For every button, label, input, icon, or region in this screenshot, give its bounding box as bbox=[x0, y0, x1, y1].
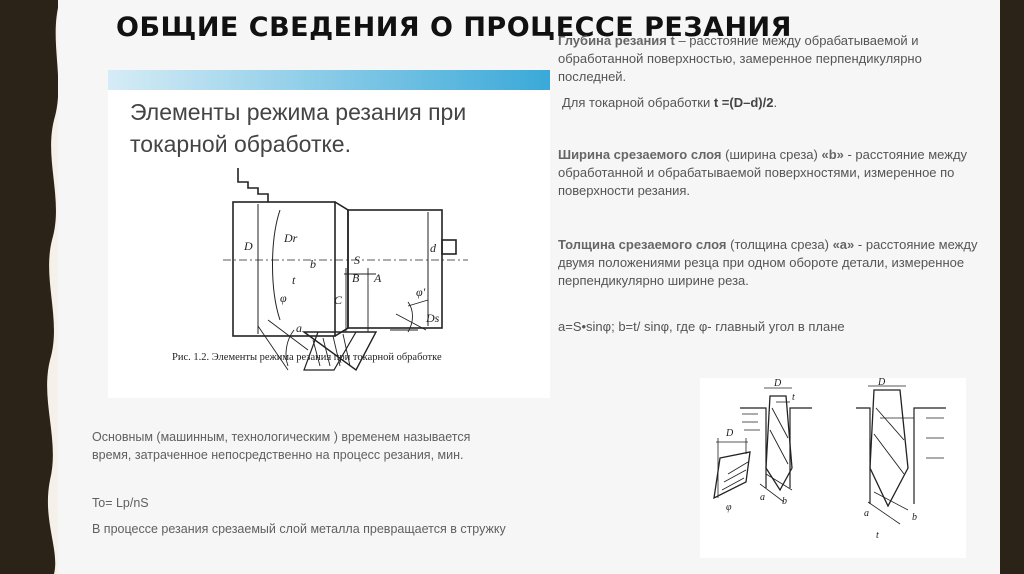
width-term: Ширина срезаемого слоя bbox=[558, 147, 722, 162]
label-C: C bbox=[334, 293, 343, 307]
fig2-label-D2: D bbox=[773, 378, 782, 389]
drilling-drawing: D D D t t b b a a φ bbox=[713, 377, 946, 541]
formula-line: a=S•sinφ; b=t/ sinφ, где φ- главный угол… bbox=[558, 319, 845, 334]
thickness-mid: (толщина среза) bbox=[726, 237, 833, 252]
label-B: B bbox=[352, 271, 360, 285]
fig2-label-b1: b bbox=[782, 496, 787, 507]
label-S: S bbox=[354, 253, 360, 267]
width-definition: Ширина срезаемого слоя (ширина среза) «b… bbox=[558, 146, 978, 200]
fig2-label-b2: b bbox=[912, 512, 917, 523]
fig2-label-a2: a bbox=[864, 508, 869, 519]
fig2-label-D3: D bbox=[877, 378, 886, 388]
turning-formula: t =(D–d)/2 bbox=[713, 95, 774, 110]
figure-heading: Элементы режима резания при токарной обр… bbox=[130, 99, 467, 157]
fig2-label-phi: φ bbox=[726, 502, 732, 513]
thickness-symbol: «а» bbox=[832, 237, 855, 252]
drilling-diagram-figure: D D D t t b b a a φ bbox=[700, 377, 966, 558]
label-Dr: Dr bbox=[283, 231, 298, 245]
turning-depth-formula: Для токарной обработки t =(D–d)/2. bbox=[562, 94, 982, 112]
label-b: b bbox=[310, 257, 316, 271]
width-symbol: «b» bbox=[821, 147, 844, 162]
label-phi1: φ' bbox=[416, 285, 426, 299]
right-decorative-border bbox=[1000, 0, 1024, 574]
depth-def: – расстояние между обрабатываемой и обра… bbox=[558, 33, 922, 84]
label-d: d bbox=[430, 241, 437, 255]
label-t: t bbox=[292, 273, 296, 287]
label-A: A bbox=[373, 271, 382, 285]
label-phi: φ bbox=[280, 291, 287, 305]
figure-caption: Рис. 1.2. Элементы режима резания при то… bbox=[172, 352, 442, 363]
slide-title: ОБЩИЕ СВЕДЕНИЯ О ПРОЦЕССЕ РЕЗАНИЯ bbox=[116, 12, 792, 43]
depth-term: Глубина резания t bbox=[558, 33, 675, 48]
machine-time-definition: Основным (машинным, технологическим ) вр… bbox=[92, 430, 471, 462]
turning-drawing: D Dr d S B A C t b a φ φ' Ds bbox=[223, 168, 468, 372]
turning-prefix: Для токарной обработки bbox=[562, 95, 714, 110]
turning-suffix: . bbox=[773, 95, 778, 110]
figure-header-band bbox=[108, 70, 550, 90]
label-a: a bbox=[296, 321, 302, 335]
width-mid: (ширина среза) bbox=[721, 147, 822, 162]
label-D: D bbox=[243, 239, 253, 253]
turning-diagram-figure: Элементы режима резания при токарной обр… bbox=[108, 70, 550, 398]
left-decorative-border bbox=[0, 0, 60, 574]
machine-time-formula: To= Lp/nS bbox=[92, 496, 149, 510]
chip-text: В процессе резания срезаемый слой металл… bbox=[92, 522, 506, 536]
depth-definition: Глубина резания t – расстояние между обр… bbox=[558, 32, 978, 86]
fig2-label-D1: D bbox=[725, 428, 734, 439]
fig2-label-t1: t bbox=[792, 392, 795, 403]
fig2-label-t2: t bbox=[876, 530, 879, 541]
thickness-definition: Толщина срезаемого слоя (толщина среза) … bbox=[558, 236, 978, 290]
thickness-term: Толщина срезаемого слоя bbox=[558, 237, 727, 252]
label-Ds: Ds bbox=[425, 311, 440, 325]
fig2-label-a1: a bbox=[760, 492, 765, 503]
width-def: - расстояние между обработанной и обраба… bbox=[558, 147, 968, 198]
thickness-def: - расстояние между двумя положениями рез… bbox=[558, 237, 978, 288]
